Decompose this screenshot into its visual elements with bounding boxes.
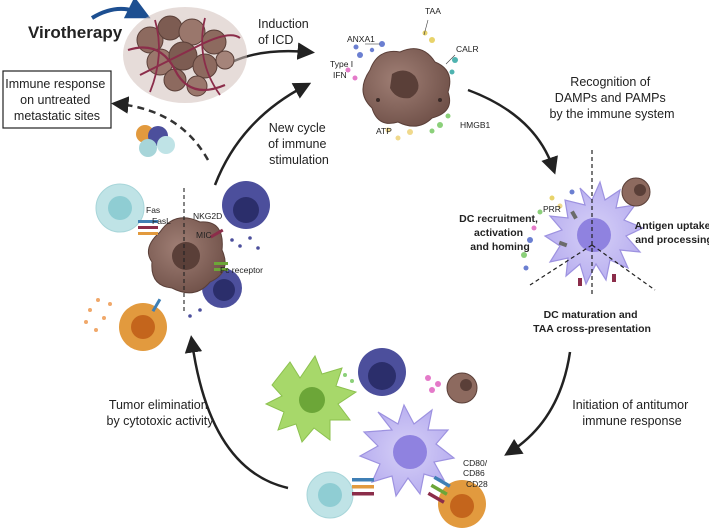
marker-taa: TAA: [425, 6, 441, 16]
arrow-virus-infect: [90, 0, 151, 20]
marker-hmgb1: HMGB1: [460, 120, 491, 130]
step-recognition-line-3: by the immune system: [549, 107, 674, 121]
label-prr: PRR: [543, 204, 561, 214]
icd-tumor-cell: [345, 19, 458, 141]
cytotoxic-killing: [84, 181, 270, 351]
label-fc-receptor: Fc receptor: [220, 265, 263, 275]
step-initiation: Initiation of antitumor immune response: [572, 398, 692, 428]
arrow-elimination: [184, 335, 289, 490]
marker-type-i-ifn: Type I IFN: [330, 59, 356, 80]
step-elimination-line-1: Tumor elimination: [109, 398, 208, 412]
step-new-cycle-line-3: stimulation: [269, 153, 329, 167]
marker-anxa1: ANXA1: [347, 34, 375, 44]
step-recognition-line-1: Recognition of: [570, 75, 650, 89]
label-dc-recruitment-line-2: activation: [474, 227, 523, 239]
label-dc-recruitment: DC recruitment, activation and homing: [459, 213, 541, 253]
label-mic: MIC: [196, 230, 212, 240]
step-induction-line-1: Induction: [258, 17, 309, 31]
metastatic-immune-cells: [136, 125, 175, 157]
immune-response-text: Immune response on untreated metastatic …: [5, 77, 109, 123]
step-elimination: Tumor elimination by cytotoxic activity: [107, 398, 215, 428]
tumor-mass: [123, 7, 247, 103]
immune-response-line-2: on untreated: [20, 93, 90, 107]
label-fasl: FasL: [152, 216, 171, 226]
label-cd80: CD80/: [463, 458, 488, 468]
arrow-initiation: [504, 351, 572, 456]
label-maturation-line-2: TAA cross-presentation: [533, 323, 651, 335]
step-induction-line-2: of ICD: [258, 33, 293, 47]
arrow-metastatic: [111, 96, 210, 161]
marker-calr: CALR: [456, 44, 479, 54]
label-cd28: CD28: [466, 479, 488, 489]
step-new-cycle-line-2: of immune: [268, 137, 326, 151]
arrow-new-cycle: [213, 82, 312, 186]
label-dc-recruitment-line-3: and homing: [470, 241, 530, 253]
label-cd86: CD86: [463, 468, 485, 478]
label-antigen-line-2: and processing: [635, 234, 709, 246]
label-maturation-line-1: DC maturation and: [544, 309, 638, 321]
step-recognition-line-2: DAMPs and PAMPs: [555, 91, 666, 105]
immune-response-line-1: Immune response: [5, 77, 105, 91]
step-initiation-line-2: immune response: [582, 414, 681, 428]
step-new-cycle-line-1: New cycle: [269, 121, 326, 135]
step-elimination-line-2: by cytotoxic activity: [107, 414, 215, 428]
diagram-title: Virotherapy: [28, 23, 123, 42]
step-initiation-line-1: Initiation of antitumor: [572, 398, 688, 412]
marker-atp: ATP: [376, 126, 392, 136]
immune-response-box: [2, 70, 112, 129]
marker-type-i-line-2: IFN: [333, 70, 347, 80]
label-dc-maturation: DC maturation and TAA cross-presentation: [533, 309, 651, 335]
dendritic-cell: [521, 150, 656, 295]
arrow-recognition: [467, 88, 558, 175]
step-recognition: Recognition of DAMPs and PAMPs by the im…: [549, 75, 674, 121]
tcell-activation: [264, 348, 486, 528]
immune-response-line-3: metastatic sites: [14, 109, 100, 123]
step-new-cycle: New cycle of immune stimulation: [268, 121, 330, 167]
label-fas: Fas: [146, 205, 160, 215]
marker-type-i-line-1: Type I: [330, 59, 353, 69]
label-antigen-line-1: Antigen uptake: [635, 220, 709, 232]
step-induction: Induction of ICD: [258, 17, 312, 47]
label-antigen-uptake: Antigen uptake and processing: [635, 220, 709, 246]
label-nkg2d: NKG2D: [193, 211, 222, 221]
label-dc-recruitment-line-1: DC recruitment,: [459, 213, 538, 225]
